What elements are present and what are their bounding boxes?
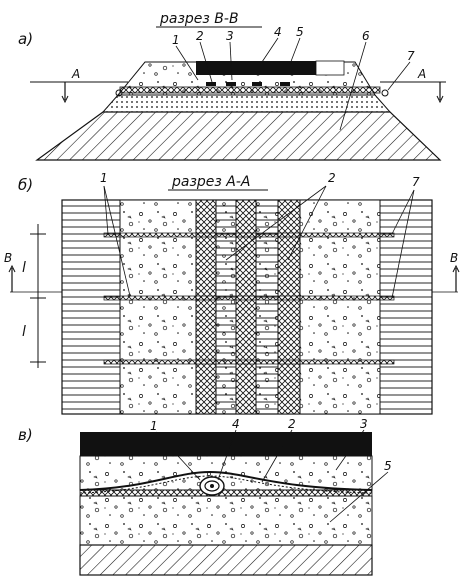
- panel-c-callout-5: 5: [384, 459, 392, 473]
- panel-b-section-label-left: В: [4, 251, 12, 265]
- panel-b: б) разрез А-А l l: [4, 171, 460, 415]
- panel-b-slab-right: [300, 200, 380, 414]
- panel-a: а) разрез В-В А А: [18, 11, 446, 161]
- panel-c-callout-2: 2: [288, 417, 296, 431]
- panel-b-dim-label-1: l: [22, 260, 26, 276]
- panel-a-letter: а): [18, 30, 33, 48]
- panel-b-callout-7: 7: [412, 175, 420, 189]
- panel-a-top-slab: [196, 61, 320, 75]
- panel-b-section-marks: В В: [4, 251, 460, 293]
- panel-c-top-slab: [80, 432, 372, 456]
- panel-a-callout-1: 1: [172, 33, 180, 47]
- panel-a-callout-2: 2: [196, 29, 204, 43]
- panel-a-rebar-left: [115, 89, 123, 97]
- panel-b-dim-label-2: l: [22, 324, 26, 340]
- panel-b-concrete-strip-1: [215, 199, 237, 415]
- panel-c-callout-4: 4: [232, 417, 240, 431]
- panel-c-callout-1: 1: [150, 419, 158, 433]
- panel-b-title: разрез А-А: [171, 174, 251, 190]
- panel-b-callouts: 1 2 7: [100, 171, 420, 299]
- panel-b-concrete-strip-2: [255, 199, 279, 415]
- panel-c-callouts: 1 4 2 3 5: [150, 417, 392, 523]
- panel-a-callout-4: 4: [274, 25, 282, 39]
- panel-b-callout-1: 1: [100, 171, 108, 185]
- panel-a-section-label-left: А: [71, 67, 80, 81]
- panel-a-section-label-right: А: [417, 67, 426, 81]
- panel-b-dimension: l l: [22, 224, 46, 368]
- panel-c-mesh-hump: [79, 470, 373, 491]
- panel-a-callout-3: 3: [226, 29, 234, 43]
- panel-a-callout-7: 7: [407, 49, 415, 63]
- panel-a-top-slab-end: [315, 60, 345, 76]
- panel-c-base-layer: [79, 495, 373, 546]
- panel-b-mesh-strip-3: [277, 199, 301, 415]
- panel-c-mesh-band: [79, 489, 373, 497]
- panel-b-mesh-strip-2: [235, 199, 257, 415]
- panel-b-mesh-strip-1: [195, 199, 217, 415]
- panel-c-subgrade: [79, 544, 373, 576]
- panel-a-callout-6: 6: [362, 29, 370, 43]
- panel-a-rebar-right: [381, 89, 389, 97]
- panel-b-callout-2: 2: [328, 171, 336, 185]
- panel-b-slab-left: [120, 200, 196, 414]
- panel-a-subgrade: [35, 111, 442, 161]
- panel-a-sand-layer: [101, 94, 392, 113]
- panel-a-callouts: 1 2 3 4 5 6 7: [172, 25, 415, 131]
- panel-a-rebar-blocks: [206, 82, 290, 86]
- panel-b-rebar-rows: [103, 232, 395, 365]
- panel-c-letter: в): [18, 426, 33, 444]
- panel-b-letter: б): [18, 176, 33, 194]
- panel-c: в) 1 4 2 3 5: [18, 417, 392, 576]
- panel-a-title: разрез В-В: [159, 11, 239, 27]
- panel-c-callout-3: 3: [360, 417, 368, 431]
- panel-b-section-label-right: В: [450, 251, 458, 265]
- panel-c-rebar-coil: [199, 476, 225, 496]
- panel-a-mesh-band: [119, 86, 381, 94]
- panel-a-callout-5: 5: [296, 25, 304, 39]
